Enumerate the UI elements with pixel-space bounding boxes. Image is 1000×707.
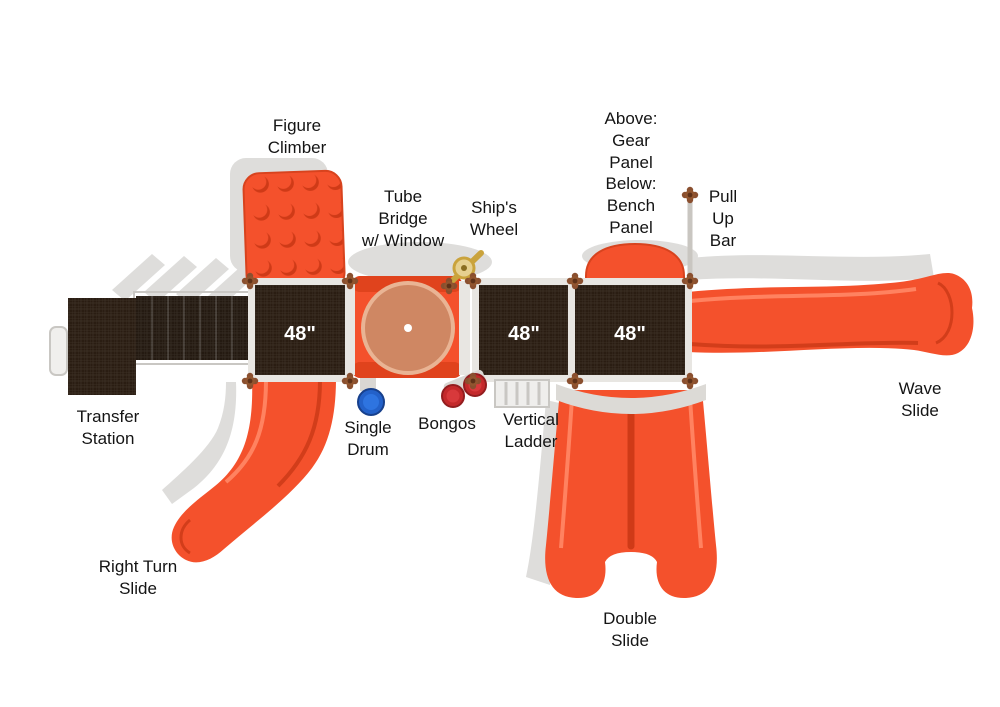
- label-transfer-station: Transfer Station: [76, 407, 140, 448]
- transfer-station-structure: [49, 291, 255, 395]
- label-vertical-ladder: Vertical Ladder: [503, 410, 559, 451]
- transfer-handrail: [49, 326, 68, 376]
- wave-slide: [688, 272, 974, 356]
- deck-right-height: 48": [614, 323, 646, 345]
- deck-left-height: 48": [284, 323, 316, 345]
- deck-middle-height: 48": [508, 323, 540, 345]
- double-slide-hood: [556, 384, 706, 414]
- label-tube-bridge: Tube Bridge w/ Window: [361, 187, 445, 250]
- right-turn-slide: [171, 378, 336, 563]
- label-ships-wheel: Ship's Wheel: [469, 198, 519, 239]
- figure-climber-structure: [242, 169, 346, 293]
- label-gear-bench-panel: Above: Gear Panel Below: Bench Panel: [604, 109, 658, 237]
- deck-middle: 48": [472, 278, 576, 382]
- label-bongos: Bongos: [418, 414, 476, 433]
- transfer-steps: [151, 296, 233, 360]
- label-double-slide: Double Slide: [603, 609, 657, 650]
- label-single-drum: Single Drum: [344, 418, 392, 459]
- label-pull-up-bar: Pull Up Bar: [708, 187, 738, 250]
- single-drum-structure: [357, 378, 385, 416]
- deck-right: 48": [568, 278, 692, 382]
- double-slide: [545, 384, 717, 599]
- ships-wheel-structure: [445, 250, 484, 288]
- deck-left: 48": [248, 278, 352, 382]
- gear-panel: [585, 242, 685, 285]
- tube-bridge-structure: [344, 276, 470, 378]
- label-right-turn-slide: Right Turn Slide: [98, 557, 178, 598]
- label-figure-climber: Figure Climber: [267, 116, 327, 157]
- vertical-ladder-structure: [494, 379, 550, 408]
- label-wave-slide: Wave Slide: [898, 379, 942, 420]
